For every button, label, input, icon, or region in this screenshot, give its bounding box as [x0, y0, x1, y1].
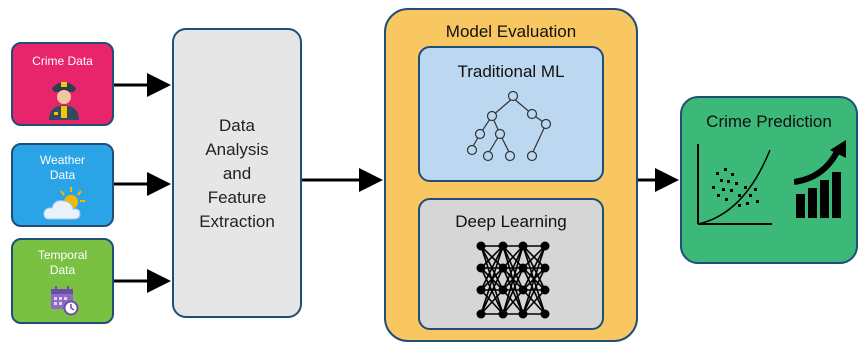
neural-network-icon	[476, 241, 550, 319]
temporal-data-label-1: Temporal	[37, 248, 88, 262]
analysis-box: Data Analysis and Feature Extraction	[172, 28, 302, 318]
calendar-clock-icon	[51, 286, 79, 316]
weather-data-label-1: Weather	[39, 153, 86, 167]
crime-prediction-box: Crime Prediction	[680, 96, 858, 264]
analysis-line-3: and	[222, 164, 252, 183]
temporal-data-box: Temporal Data	[11, 238, 114, 324]
scatter-plot-icon	[697, 144, 772, 225]
crime-prediction-title: Crime Prediction	[706, 112, 832, 131]
traditional-ml-label: Traditional ML	[457, 62, 565, 81]
sun-cloud-icon	[43, 187, 85, 220]
analysis-line-5: Extraction	[199, 212, 275, 231]
analysis-line-2: Analysis	[205, 140, 269, 159]
weather-data-box: Weather Data	[11, 143, 114, 227]
analysis-line-4: Feature	[207, 188, 267, 207]
analysis-text: Data Analysis and Feature Extraction	[174, 114, 300, 234]
weather-data-label-2: Data	[49, 168, 76, 182]
analysis-line-1: Data	[219, 116, 255, 135]
growth-bar-chart-icon	[794, 140, 846, 218]
decision-tree-icon	[466, 90, 552, 162]
crime-data-label: Crime Data	[32, 54, 93, 68]
crime-data-box: Crime Data	[11, 42, 114, 126]
deep-learning-box: Deep Learning	[418, 198, 604, 330]
police-officer-icon	[49, 82, 79, 120]
temporal-data-label-2: Data	[49, 263, 76, 277]
model-evaluation-box: Model Evaluation Traditional ML Deep Lea…	[384, 8, 638, 342]
model-evaluation-title: Model Evaluation	[445, 22, 577, 41]
deep-learning-label: Deep Learning	[455, 212, 567, 231]
traditional-ml-box: Traditional ML	[418, 46, 604, 182]
